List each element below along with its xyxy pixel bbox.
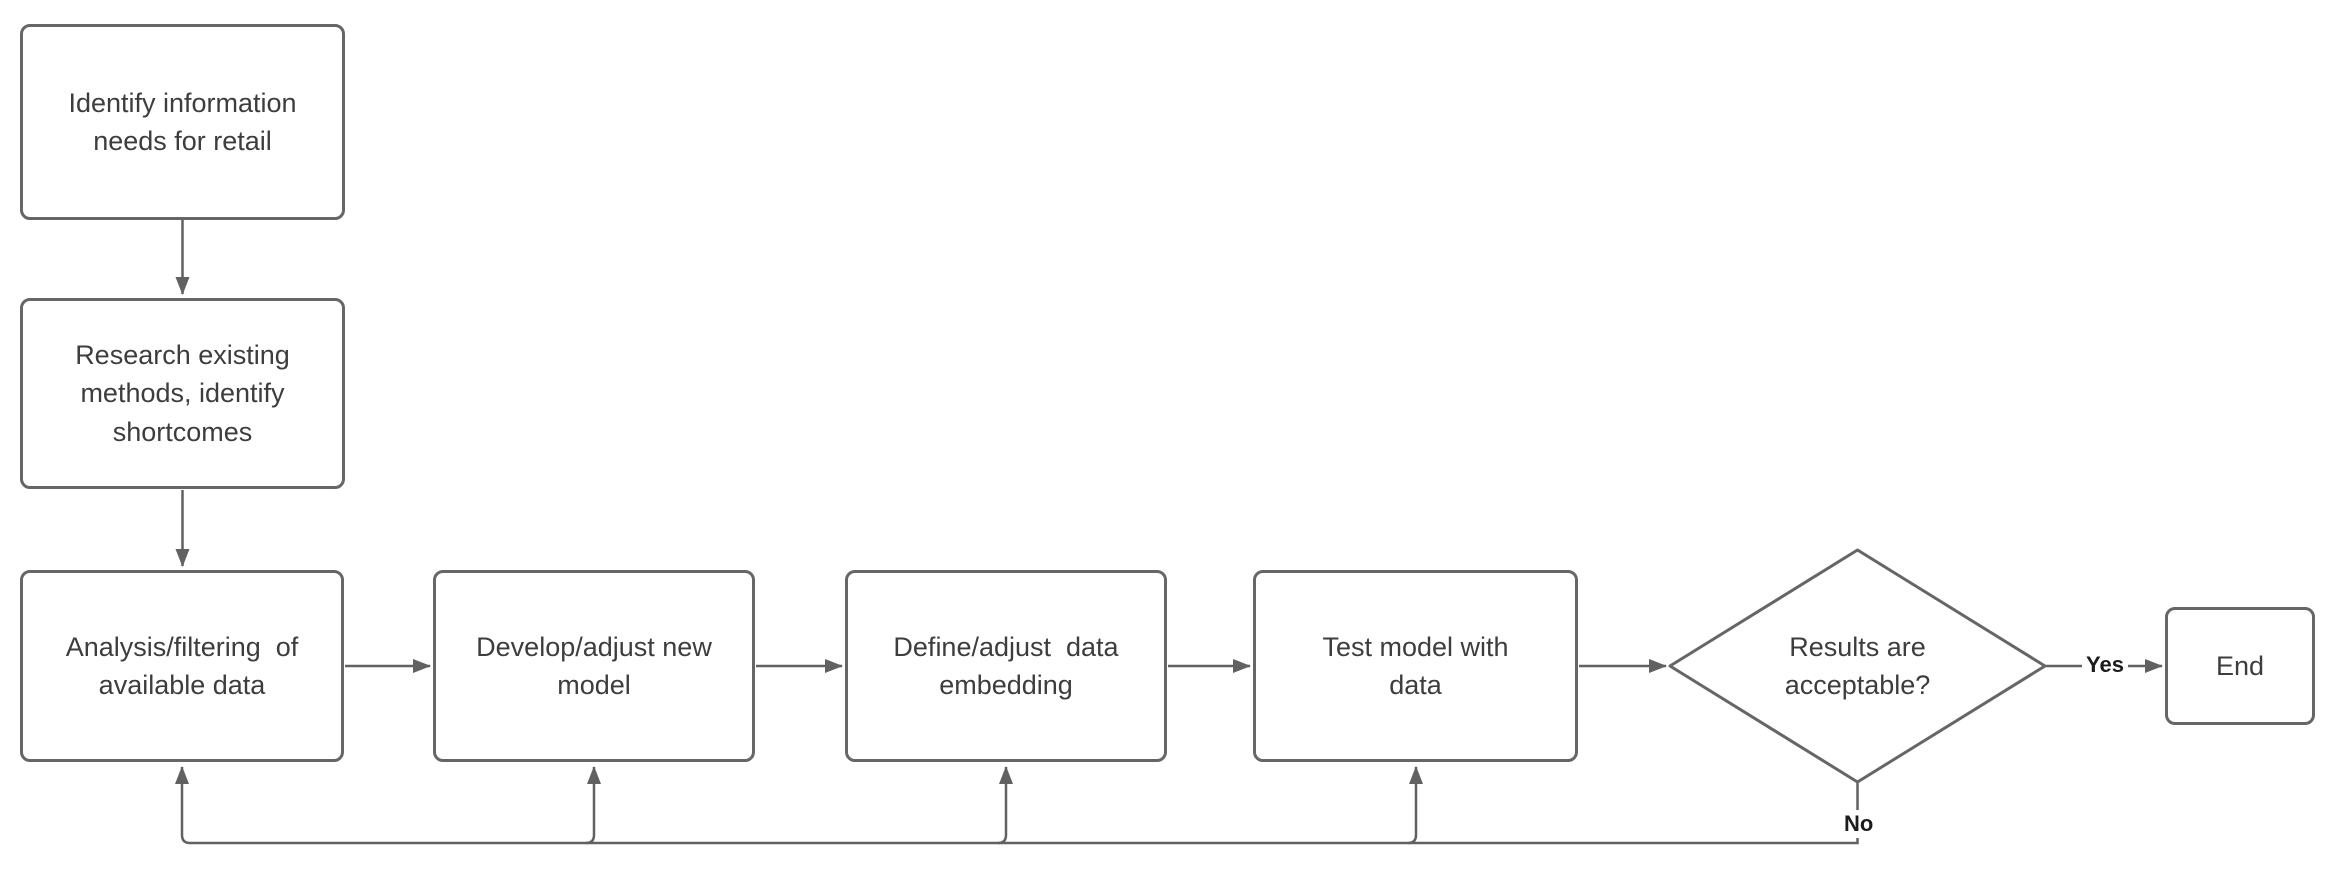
node-define-adjust-embedding[interactable]: Define/adjust data embedding — [845, 570, 1167, 762]
edge-decision-no-to-define — [997, 766, 1013, 845]
node-research-existing-methods[interactable]: Research existing methods, identify shor… — [20, 298, 345, 489]
decision-diamond-label: Results are acceptable? — [1784, 631, 1931, 700]
edge-decision-no-to-analysis — [175, 766, 1859, 845]
edge-decision-no-to-develop — [585, 766, 601, 845]
edge-decision-no-to-test — [1407, 766, 1423, 845]
node-identify-information[interactable]: Identify information needs for retail — [20, 24, 345, 220]
node-analysis-filtering[interactable]: Analysis/filtering of available data — [20, 570, 344, 762]
decision-diamond-shape[interactable] — [1668, 548, 2047, 784]
edge-label-yes: Yes — [2082, 651, 2128, 680]
edge-label-no: No — [1840, 810, 1878, 839]
node-end[interactable]: End — [2165, 607, 2315, 725]
node-test-model[interactable]: Test model with data — [1253, 570, 1578, 762]
node-develop-adjust-model[interactable]: Develop/adjust new model — [433, 570, 755, 762]
